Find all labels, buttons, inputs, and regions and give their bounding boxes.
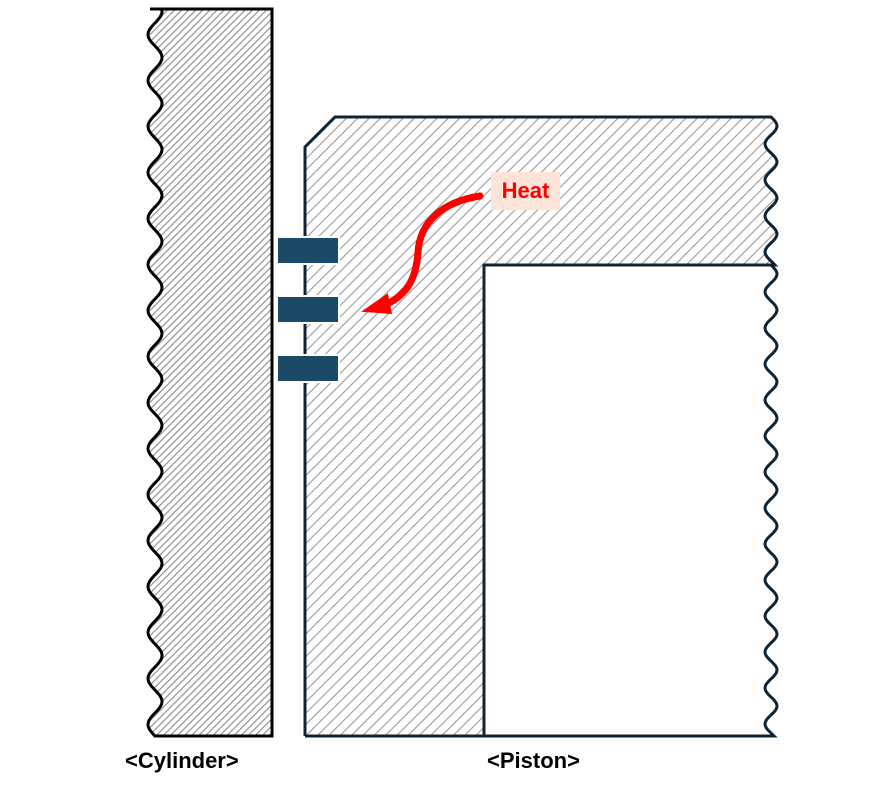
cylinder-label: <Cylinder> (125, 748, 239, 773)
piston-label: <Piston> (487, 748, 580, 773)
cylinder-outline (146, 7, 274, 738)
piston-ring-1 (276, 236, 340, 265)
piston-inner-cavity (482, 263, 771, 736)
piston-ring-3 (276, 354, 340, 383)
piston-rings (276, 236, 340, 383)
piston-ring-2 (276, 295, 340, 324)
cylinder-wall (148, 9, 272, 736)
piston-wall (305, 117, 777, 736)
piston-outline (303, 115, 779, 738)
heat-arrow (361, 192, 484, 315)
heat-label: Heat (491, 172, 560, 210)
